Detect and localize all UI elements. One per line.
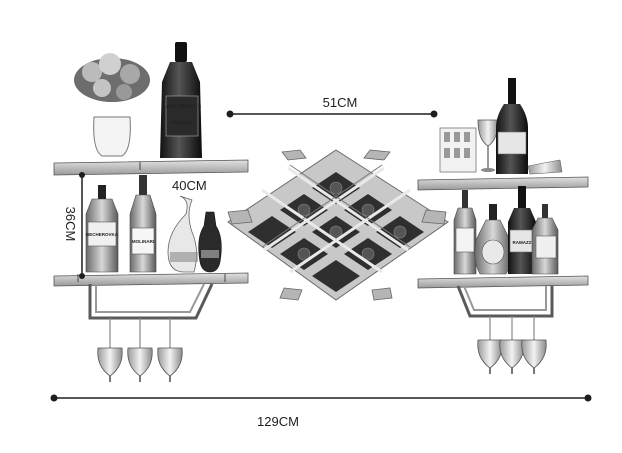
wine-glass-icon: [527, 159, 563, 175]
bottle-label-whiskey: WHISKEY: [171, 120, 192, 125]
rack-width-label: 51CM: [323, 95, 358, 110]
left-top-shelf: [53, 159, 249, 176]
wine-glass-icon: [127, 318, 153, 383]
right-shelf-unit: RAMAZZ: [417, 78, 589, 375]
wine-glass-icon: [477, 119, 499, 172]
glass-holder-rail: [456, 285, 554, 318]
flower-pot-icon: [74, 53, 150, 157]
total-width-dimension: 129CM: [50, 394, 592, 429]
wine-bottle-icon: [496, 78, 528, 174]
wine-glass-icon: [97, 318, 123, 383]
wine-bottle-icon: BECHEROVKA: [85, 185, 119, 273]
bottle-label-molinari: MOLINARI: [132, 239, 154, 244]
right-top-shelf: [417, 176, 589, 191]
rack-width-dimension: 51CM: [226, 95, 438, 118]
vase-icon: [198, 211, 222, 273]
bottle-label-becherovka: BECHEROVKA: [86, 232, 119, 237]
wine-glass-icon: [157, 318, 183, 383]
glass-rack-icon: [439, 127, 477, 173]
wine-glass-icon: [499, 316, 525, 375]
wine-bottle-icon: [453, 190, 477, 275]
bottle-label-jack: JACK DANIEL'S: [163, 104, 202, 110]
glass-holder-rail: [88, 283, 214, 320]
bottle-label-ramazzotti: RAMAZZ: [513, 240, 532, 245]
wine-glass-icon: [477, 316, 503, 375]
total-width-label: 129CM: [257, 414, 299, 429]
wine-bottle-icon: RAMAZZ: [508, 186, 536, 274]
height-dimension: 36CM: [63, 172, 85, 279]
wine-bottle-icon: [531, 204, 559, 275]
shelf-width-label: 40CM: [172, 178, 207, 193]
left-bottom-shelf: [53, 272, 249, 287]
wine-bottle-icon: [474, 204, 512, 275]
height-dimension-label: 36CM: [63, 207, 78, 242]
wine-bottle-icon: JACK DANIEL'S WHISKEY: [160, 42, 202, 158]
left-shelf-unit: JACK DANIEL'S WHISKEY BECHEROVKA MOLINAR…: [53, 42, 249, 383]
wine-bottle-icon: MOLINARI: [129, 175, 157, 273]
right-bottom-shelf: [417, 275, 589, 289]
vase-icon: [167, 195, 198, 273]
wine-glass-icon: [521, 316, 547, 375]
wine-rack: [227, 149, 449, 301]
